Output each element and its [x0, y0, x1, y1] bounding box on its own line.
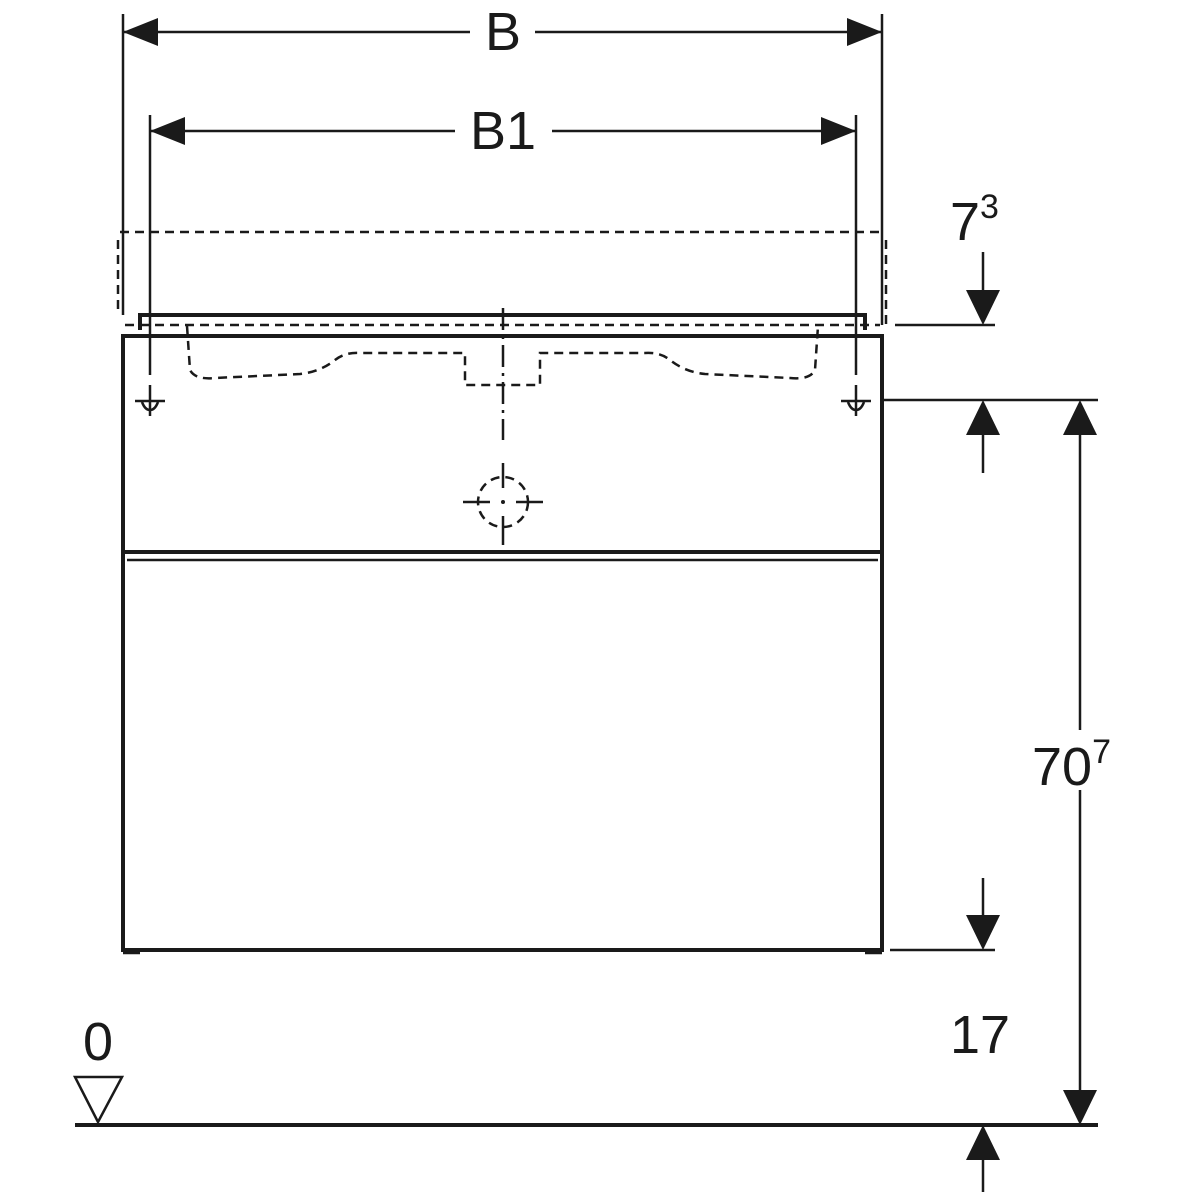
fixing-point-left: [135, 385, 165, 416]
dimension-b1: B1: [148, 101, 858, 375]
dimension-label-height: 707: [1032, 733, 1111, 797]
dimension-label-b: B: [485, 2, 521, 62]
dimension-fixing-height: 707: [966, 400, 1111, 1125]
dimension-label-b1: B1: [470, 101, 536, 161]
dimension-top-offset: 73: [895, 188, 1000, 327]
drain-position: [463, 308, 543, 545]
floor-level-label: 0: [83, 1012, 113, 1072]
dimension-label-plinth: 17: [950, 1005, 1010, 1065]
dimension-b: B: [121, 2, 884, 325]
level-marker-icon: [72, 1075, 125, 1125]
fixing-point-right: [841, 385, 871, 416]
dimension-label-top-offset: 73: [950, 188, 999, 252]
dashed-outline-top: [116, 230, 888, 325]
floor-level: 0: [72, 1012, 1098, 1127]
dimension-plinth: 17: [890, 878, 1010, 1192]
